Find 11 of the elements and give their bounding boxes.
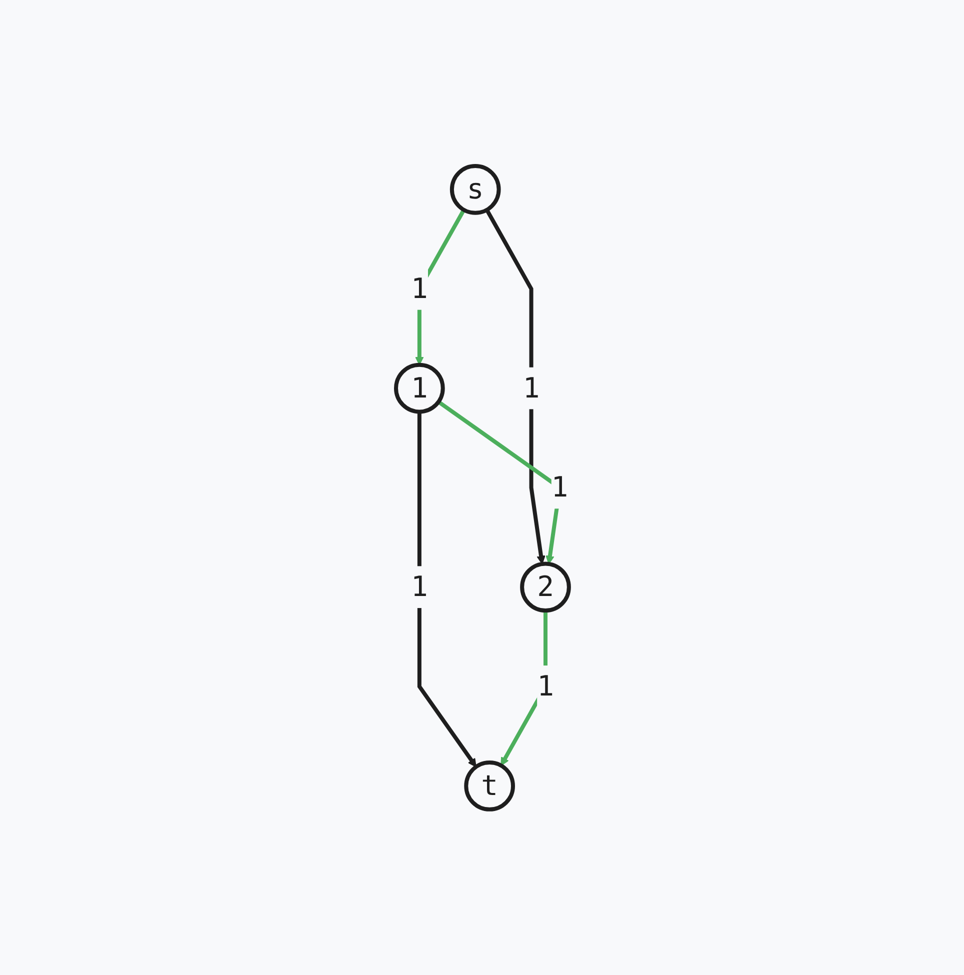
node-circle: t xyxy=(464,760,515,812)
edge-label: 1 xyxy=(522,371,540,404)
arrow xyxy=(416,412,476,768)
edge-label: 1 xyxy=(550,470,568,504)
node-circle: s xyxy=(449,164,500,215)
edge-label: 1 xyxy=(410,272,428,305)
edge-label: 1 xyxy=(410,570,428,603)
arrow xyxy=(484,208,545,564)
node-circle: 2 xyxy=(520,561,570,612)
node-circle: 1 xyxy=(394,362,444,414)
edge-label: 1 xyxy=(536,669,554,702)
